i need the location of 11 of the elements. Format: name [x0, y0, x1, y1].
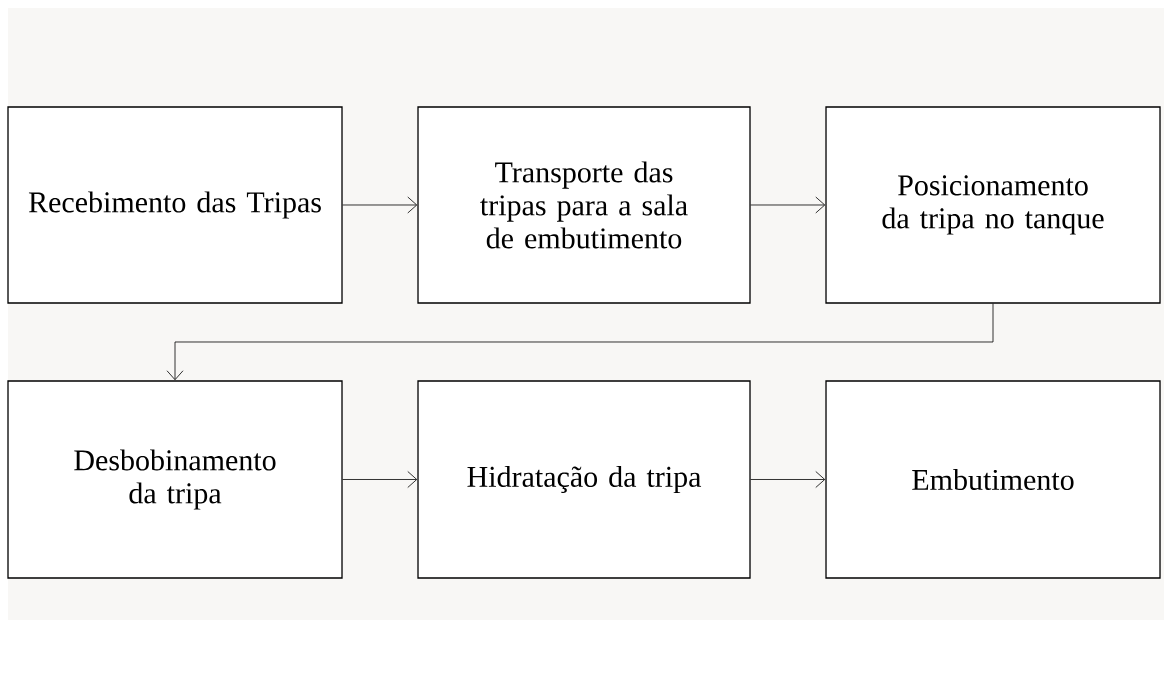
process-box: Recebimento das Tripas	[7, 106, 343, 304]
process-box: Desbobinamento da tripa	[7, 380, 343, 579]
arrow	[342, 471, 418, 488]
process-box: Transporte das tripas para a sala de embutimento	[417, 106, 751, 304]
process-box: Hidratação da tripa	[417, 380, 751, 579]
process-box: Embutimento	[825, 380, 1161, 579]
arrow	[750, 196, 826, 214]
arrow	[166, 303, 994, 381]
process-box: Posicionamento da tripa no tanque	[825, 106, 1161, 304]
arrow	[342, 196, 418, 214]
arrow	[750, 471, 826, 488]
